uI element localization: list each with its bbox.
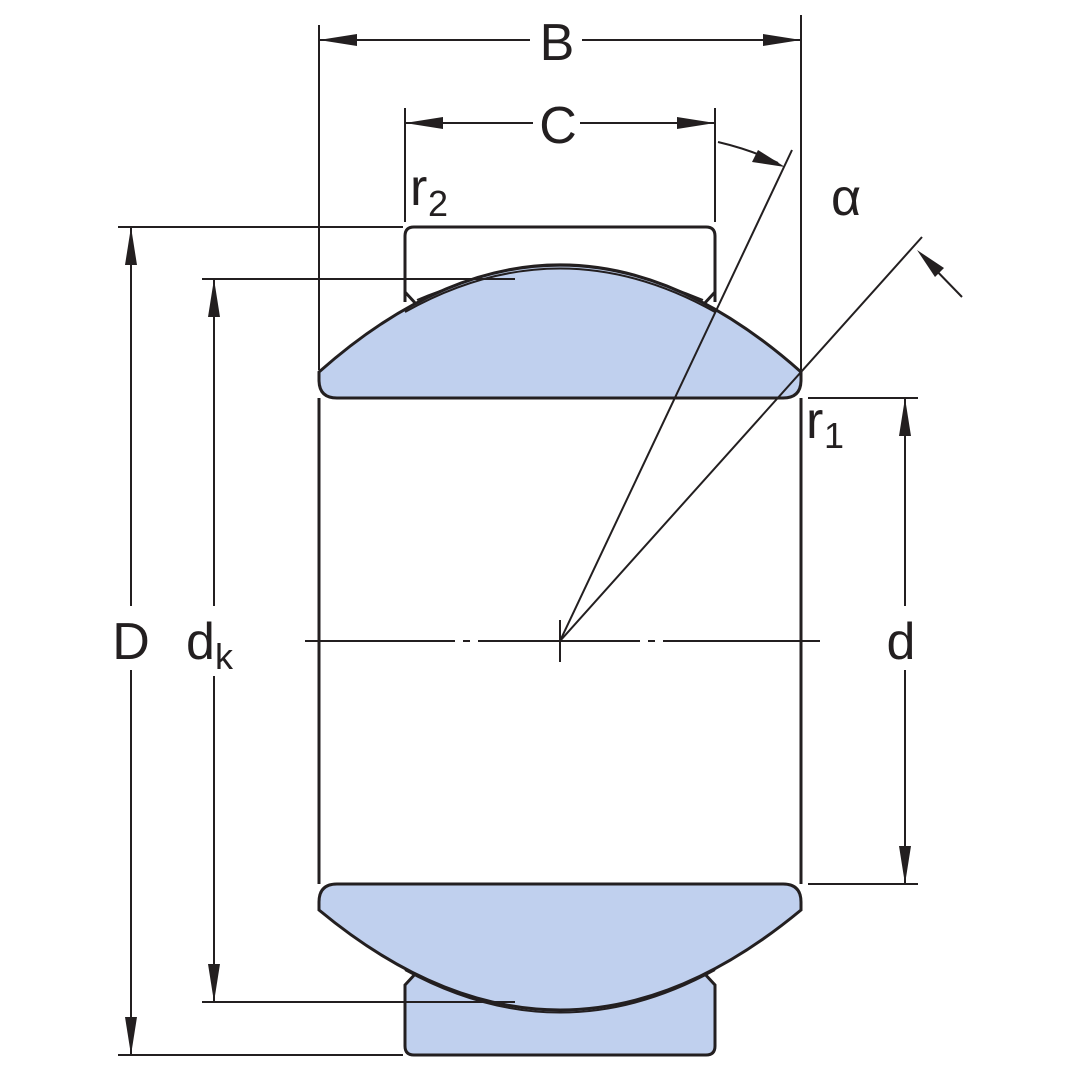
label-B: B [540, 14, 575, 72]
label-dk: d k [186, 613, 234, 677]
inner-ring-lower-section [317, 882, 803, 1012]
label-D: D [112, 613, 150, 671]
dimension-d: d [808, 397, 918, 885]
dimension-B: B [318, 14, 802, 370]
label-r2: r 2 [410, 159, 448, 224]
svg-text:r: r [410, 159, 427, 217]
dimension-D: D [112, 226, 403, 1056]
center-line [305, 620, 820, 662]
inner-ring-upper-shadow [404, 267, 716, 313]
svg-text:r: r [806, 392, 823, 450]
label-r1: r 1 [806, 392, 844, 456]
inner-ring-lower-shadow [404, 969, 716, 1014]
label-d: d [887, 613, 916, 671]
inner-ring-upper-section [317, 263, 803, 400]
svg-text:1: 1 [824, 415, 844, 456]
alpha-ray-2 [559, 236, 923, 642]
alpha-ray-1 [559, 149, 793, 642]
svg-text:k: k [215, 636, 234, 677]
dimension-C: C [404, 97, 716, 222]
label-alpha: α [831, 169, 861, 227]
alpha-arc: α [717, 141, 963, 298]
label-C: C [539, 97, 577, 155]
dimension-dk: d k [186, 278, 515, 1003]
svg-text:2: 2 [428, 183, 448, 224]
svg-text:d: d [186, 613, 215, 671]
